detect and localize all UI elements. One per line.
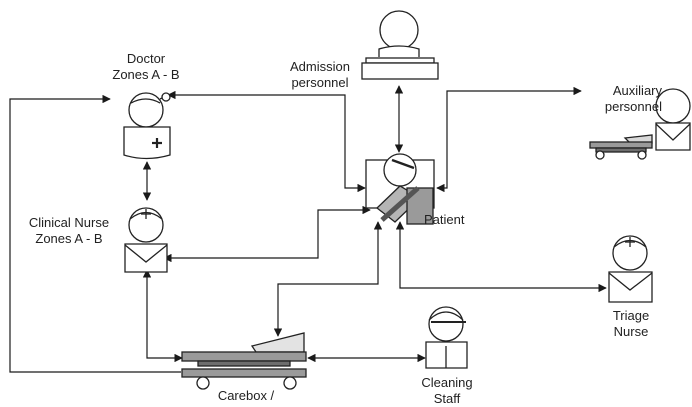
- triage-nurse-label-line2: Nurse: [599, 324, 663, 340]
- connector-nurse-carebox: [147, 270, 182, 358]
- connector-auxiliary-patient: [437, 91, 581, 188]
- connector-doctor-patient: [168, 95, 365, 188]
- carebox-figure: [182, 333, 306, 389]
- admission-label: Admission personnel: [280, 59, 360, 91]
- patient-label-text: Patient: [424, 212, 464, 227]
- clinical-nurse-label-line2: Zones A - B: [17, 231, 121, 247]
- triage-nurse-label-line1: Triage: [599, 308, 663, 324]
- admission-label-line2: personnel: [280, 75, 360, 91]
- patient-label: Patient: [424, 212, 484, 228]
- triage-nurse-figure: [609, 236, 652, 302]
- cleaning-staff-label: Cleaning Staff: [412, 375, 482, 407]
- auxiliary-label: Auxiliary personnel: [582, 83, 662, 115]
- cleaning-staff-label-line1: Cleaning: [412, 375, 482, 391]
- auxiliary-label-line1: Auxiliary: [582, 83, 662, 99]
- connector-patient-carebox: [278, 222, 378, 336]
- auxiliary-label-line2: personnel: [582, 99, 662, 115]
- carebox-label-text: Carebox /: [218, 388, 274, 403]
- connector-nurse-patient: [164, 210, 370, 258]
- clinical-nurse-figure: [125, 208, 167, 272]
- admission-figure: [362, 11, 438, 79]
- clinical-nurse-label-line1: Clinical Nurse: [17, 215, 121, 231]
- doctor-label-line2: Zones A - B: [96, 67, 196, 83]
- cleaning-staff-figure: [426, 307, 467, 368]
- connector-patient-triage: [400, 222, 606, 288]
- cleaning-staff-label-line2: Staff: [412, 391, 482, 407]
- carebox-label: Carebox /: [206, 388, 286, 404]
- clinical-nurse-label: Clinical Nurse Zones A - B: [17, 215, 121, 247]
- doctor-label-line1: Doctor: [96, 51, 196, 67]
- triage-nurse-label: Triage Nurse: [599, 308, 663, 340]
- doctor-figure: [124, 93, 170, 159]
- doctor-label: Doctor Zones A - B: [96, 51, 196, 83]
- admission-label-line1: Admission: [280, 59, 360, 75]
